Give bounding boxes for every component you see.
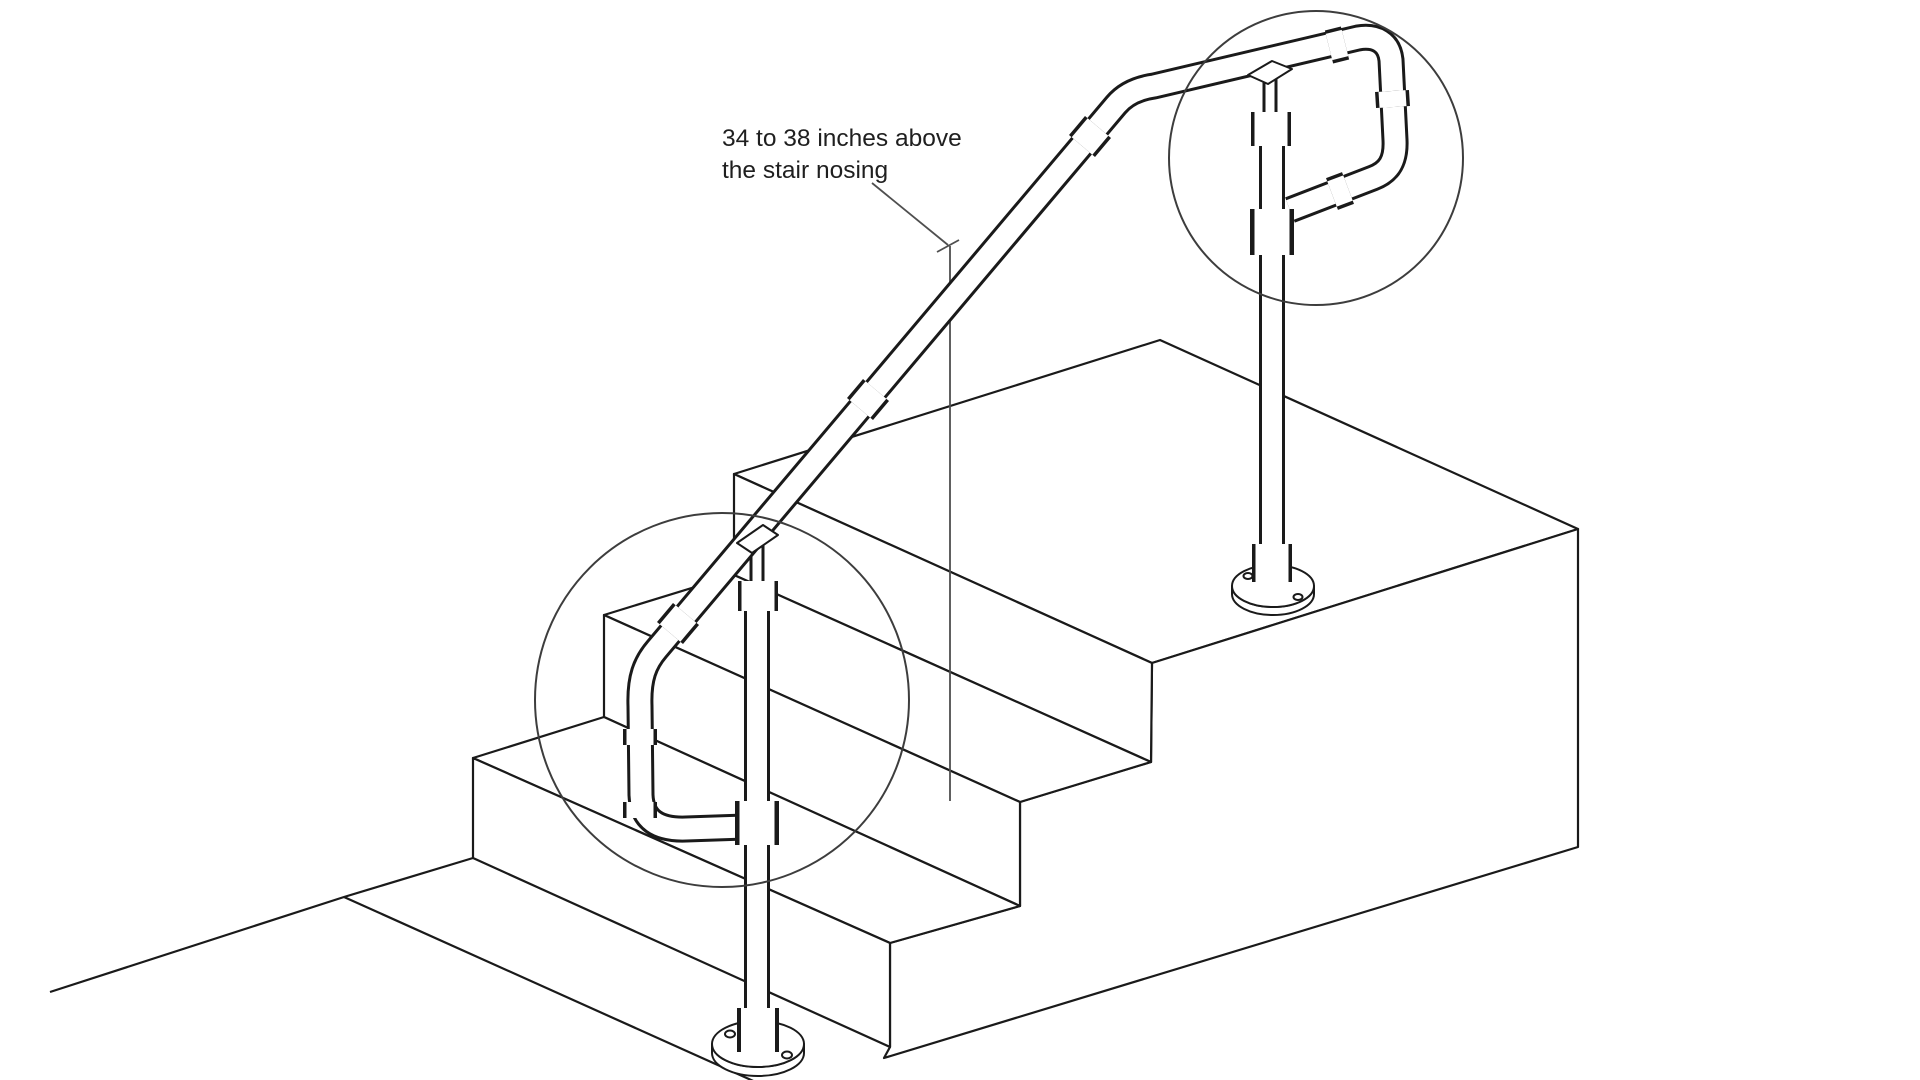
screw-hole xyxy=(1242,572,1254,580)
lower-swivel-connector xyxy=(736,524,779,554)
detail-callouts xyxy=(534,10,1464,888)
annotation-line-2: the stair nosing xyxy=(722,157,888,184)
upper-base-flange xyxy=(1231,564,1315,616)
annotation-text: 34 to 38 inches above the stair nosing xyxy=(722,125,962,184)
dimension-tick xyxy=(936,239,960,253)
screw-hole xyxy=(724,1029,736,1039)
pipe-couplings xyxy=(623,26,1410,818)
detail-circle-lower-fitting xyxy=(534,512,910,888)
floor-left-edge xyxy=(49,856,474,994)
handrail-assembly xyxy=(623,23,1410,1077)
detail-circle-upper-fitting xyxy=(1168,10,1464,306)
screw-hole xyxy=(1292,593,1304,601)
upper-swivel-connector xyxy=(1247,60,1293,85)
dimension-annotation xyxy=(871,182,960,801)
screw-hole xyxy=(781,1050,793,1060)
leader-line xyxy=(871,182,949,246)
floor-front-edge xyxy=(343,895,754,1080)
annotation-line-1: 34 to 38 inches above xyxy=(722,125,962,152)
upper-post xyxy=(1259,70,1285,578)
